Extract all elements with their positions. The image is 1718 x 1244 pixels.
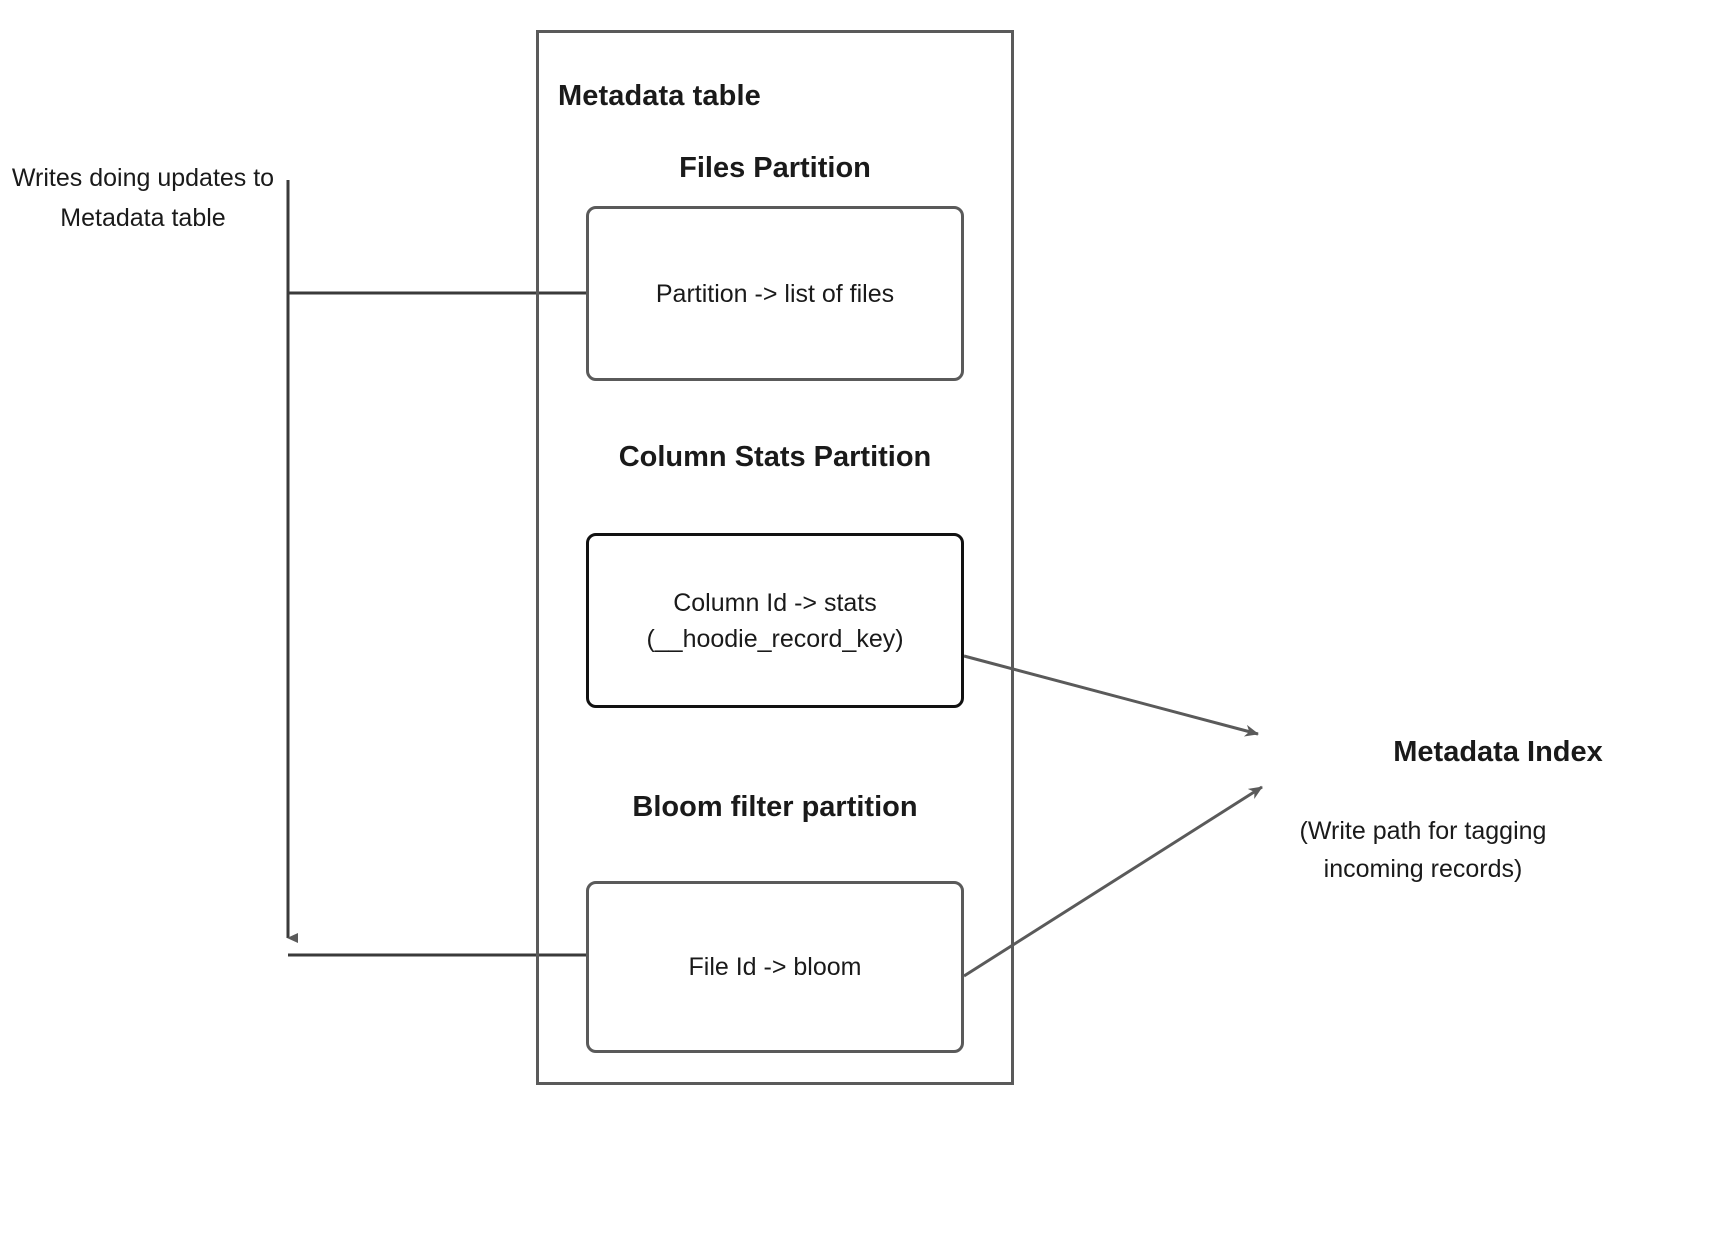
files-partition-heading: Files Partition [679,152,871,184]
column-stats-partition-heading: Column Stats Partition [618,441,932,473]
column-stats-box-text: Column Id -> stats (__hoodie_record_key) [646,585,903,657]
bloom-filter-box-text: File Id -> bloom [688,953,862,981]
column-stats-box-line2: (__hoodie_record_key) [646,624,904,653]
bloom-filter-partition-heading: Bloom filter partition [632,791,918,823]
bloom-filter-partition-box: File Id -> bloom [586,881,964,1053]
metadata-table-container [536,30,1014,1085]
metadata-index-subtitle: (Write path for tagging incoming records… [1299,817,1547,883]
column-stats-box-line1: Column Id -> stats [673,588,877,617]
metadata-table-label: Metadata table [558,80,761,112]
write-path-note: Writes doing updates to Metadata table [11,164,275,232]
metadata-index-title: Metadata Index [1393,736,1603,768]
files-partition-box-text: Partition -> list of files [655,279,895,308]
files-partition-box: Partition -> list of files [586,206,964,381]
column-stats-partition-box: Column Id -> stats (__hoodie_record_key) [586,533,964,708]
